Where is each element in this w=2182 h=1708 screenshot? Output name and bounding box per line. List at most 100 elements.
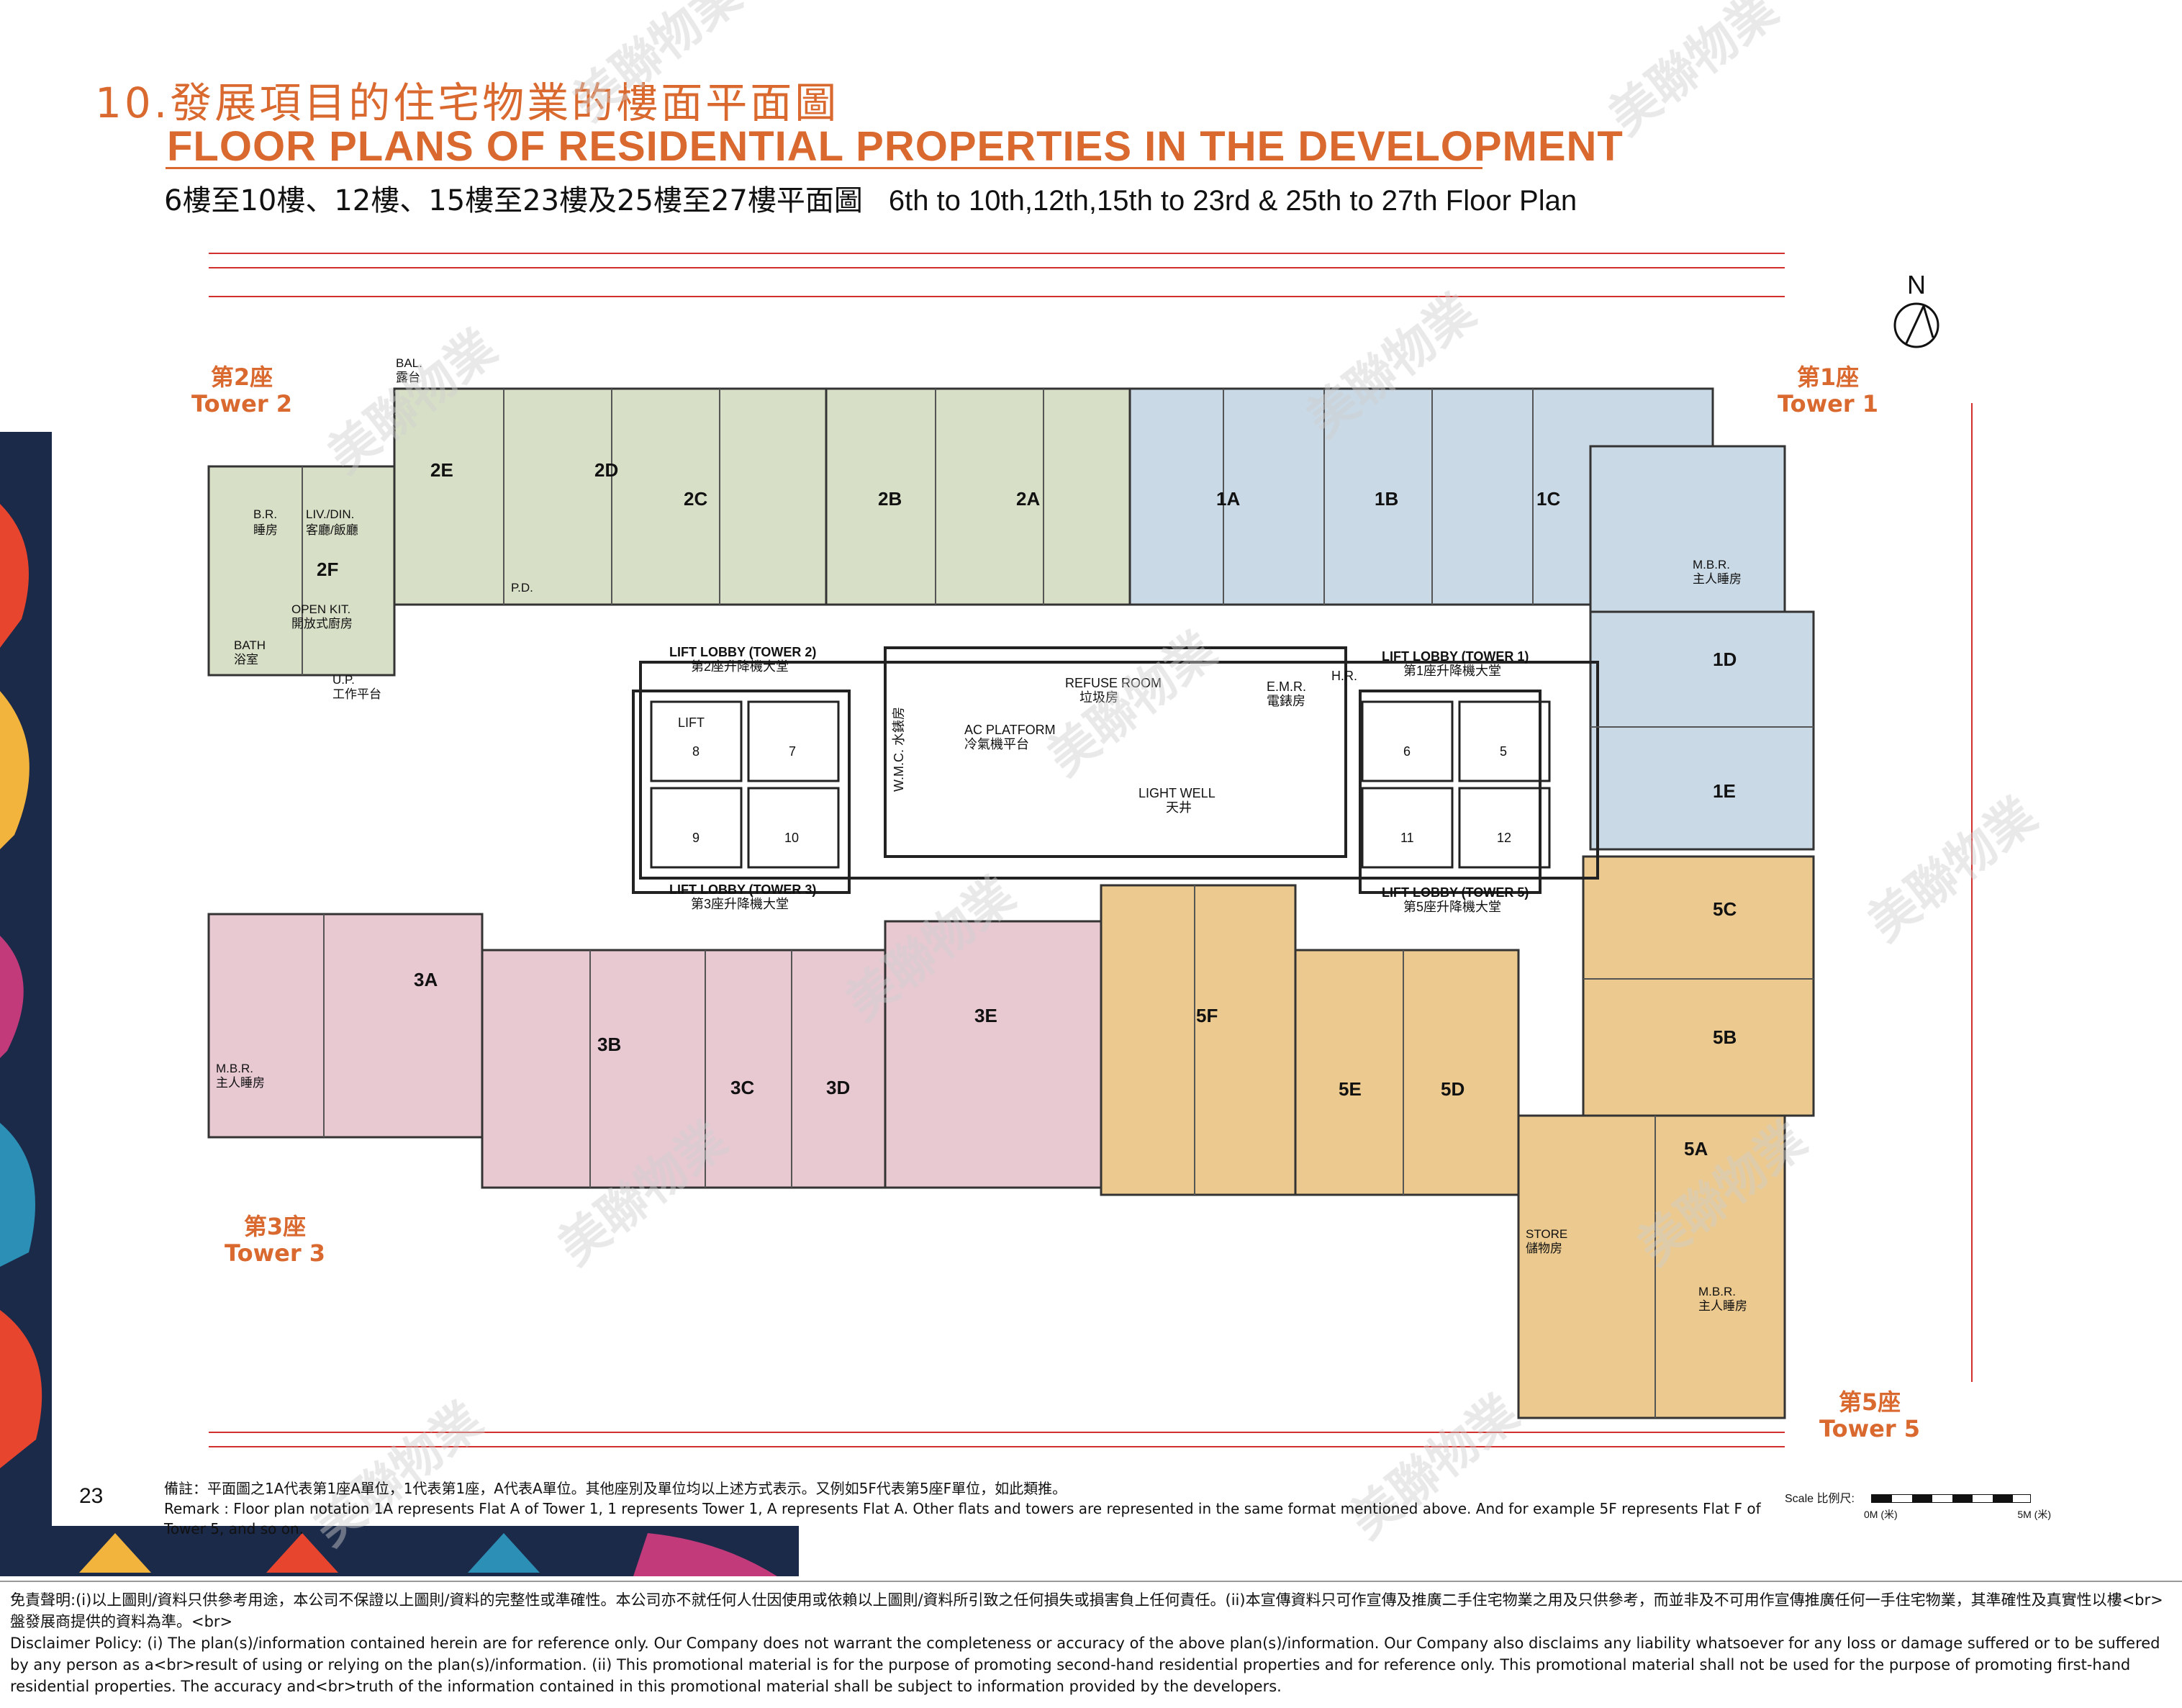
tower-3-label-cn: 第3座 <box>243 1213 307 1240</box>
room-label-up-cn: 工作平台 <box>332 687 381 701</box>
unit-label-1e: 1E <box>1713 780 1736 802</box>
room-label-mbr-3a: M.B.R. <box>216 1062 253 1075</box>
remark-chinese: 備註：平面圖之1A代表第1座A單位，1代表第1座，A代表A單位。其他座別及單位均… <box>164 1480 1067 1497</box>
unit-label-1d: 1D <box>1713 649 1737 670</box>
unit-label-2f: 2F <box>317 559 338 580</box>
emr-label: E.M.R. <box>1267 679 1306 694</box>
room-label-mbr-5a: M.B.R. <box>1698 1285 1736 1298</box>
unit-labels: 2F 2E 2D 2C 2B 2A 1A 1B 1C 1D 1E 3A 3B 3… <box>317 459 1737 1160</box>
unit-label-5c: 5C <box>1713 898 1737 920</box>
unit-label-5b: 5B <box>1713 1026 1737 1048</box>
lift-labels: LIFT 8 7 9 10 6 5 11 12 <box>678 715 1511 845</box>
room-label-liv-cn: 客廳/飯廳 <box>306 523 358 537</box>
scale-bar <box>1871 1494 2031 1503</box>
watermark-text: 美聯物業 <box>563 0 752 132</box>
hr-label: H.R. <box>1331 669 1357 683</box>
compass: N <box>1891 270 1942 357</box>
lift-label: LIFT <box>678 715 705 730</box>
watermark-text: 美聯物業 <box>836 867 1026 1032</box>
tower-3-label-en: Tower 3 <box>225 1239 326 1267</box>
refuse-room-label: REFUSE ROOM <box>1065 676 1162 690</box>
compass-icon <box>1893 302 1939 348</box>
lift-shafts <box>650 700 1551 869</box>
lobby-tower-3: LIFT LOBBY (TOWER 3) <box>669 882 816 897</box>
unit-label-1a: 1A <box>1216 488 1240 510</box>
unit-label-5d: 5D <box>1441 1078 1465 1100</box>
lift-number-9: 9 <box>692 831 700 845</box>
lobby-tower-5-cn: 第5座升降機大堂 <box>1403 900 1501 914</box>
unit-label-3e: 3E <box>974 1005 997 1026</box>
tower-2-units <box>207 387 1159 677</box>
unit-label-3a: 3A <box>414 969 438 990</box>
top-dimension-lines <box>209 253 1973 1447</box>
light-well-label-cn: 天井 <box>1166 800 1192 815</box>
central-core <box>632 646 1599 894</box>
lobby-tower-2: LIFT LOBBY (TOWER 2) <box>669 645 816 659</box>
room-label-pd: P.D. <box>511 581 533 595</box>
watermark-text: 美聯物業 <box>1599 0 1788 146</box>
title-english: FLOOR PLANS OF RESIDENTIAL PROPERTIES IN… <box>167 123 1624 170</box>
tower-1-units <box>1128 387 1815 851</box>
ac-platform-label: AC PLATFORM <box>964 723 1056 737</box>
tower-5-units <box>1100 855 1815 1419</box>
room-label-liv: LIV./DIN. <box>306 507 354 521</box>
room-label-store-cn: 儲物房 <box>1526 1242 1562 1255</box>
unit-label-2d: 2D <box>594 459 618 481</box>
room-label-kit: OPEN KIT. <box>291 602 350 616</box>
watermark-text: 美聯物業 <box>1038 622 1227 787</box>
core-labels: LIGHT WELL 天井 AC PLATFORM 冷氣機平台 REFUSE R… <box>892 669 1357 815</box>
lift-number-6: 6 <box>1403 744 1411 759</box>
room-label-up: U.P. <box>332 673 355 687</box>
room-label-store: STORE <box>1526 1227 1567 1241</box>
north-label: N <box>1907 270 1926 299</box>
disclaimer-english: Disclaimer Policy: (i) The plan(s)/infor… <box>10 1635 2160 1695</box>
page-number: 23 <box>79 1484 104 1508</box>
scale-labels: 0M (米)5M (米) <box>1864 1507 2051 1522</box>
unit-label-2b: 2B <box>878 488 902 510</box>
room-label-mbr: M.B.R. <box>1693 558 1730 571</box>
room-label-br-cn: 睡房 <box>253 523 278 537</box>
lobby-tower-2-cn: 第2座升降機大堂 <box>691 659 789 674</box>
title-underline <box>166 167 1482 169</box>
scale-label: Scale 比例尺: <box>1785 1493 1855 1505</box>
tower-2-label-en: Tower 2 <box>191 389 293 417</box>
room-label-mbr-5a-cn: 主人睡房 <box>1698 1299 1747 1313</box>
ac-platform-label-cn: 冷氣機平台 <box>964 737 1029 751</box>
scale-end: 5M (米) <box>2017 1509 2051 1520</box>
lobby-tower-5: LIFT LOBBY (TOWER 5) <box>1382 885 1529 900</box>
watermark-text: 美聯物業 <box>1628 1111 1817 1277</box>
disclaimer-divider <box>0 1581 2182 1582</box>
lift-number-8: 8 <box>692 744 700 759</box>
unit-label-1b: 1B <box>1375 488 1398 510</box>
tower-1-label-en: Tower 1 <box>1778 389 1879 417</box>
lobby-tower-1: LIFT LOBBY (TOWER 1) <box>1382 649 1529 664</box>
room-partitions <box>302 389 1814 1418</box>
watermark-text: 美聯物業 <box>1858 787 2047 953</box>
emr-label-cn: 電錶房 <box>1267 694 1305 708</box>
unit-label-3b: 3B <box>597 1034 621 1055</box>
tower-5-label-cn: 第5座 <box>1838 1388 1901 1416</box>
lobby-tower-3-cn: 第3座升降機大堂 <box>691 897 789 911</box>
unit-label-5a: 5A <box>1684 1138 1708 1160</box>
lift-number-5: 5 <box>1500 744 1507 759</box>
unit-label-3d: 3D <box>826 1077 850 1098</box>
lift-number-7: 7 <box>789 744 796 759</box>
unit-label-1c: 1C <box>1536 488 1560 510</box>
remark-english: Remark : Floor plan notation 1A represen… <box>164 1500 1761 1537</box>
wmc-label: W.M.C. 水錶房 <box>892 707 906 792</box>
refuse-room-label-cn: 垃圾房 <box>1079 690 1118 705</box>
watermark-text: 美聯物業 <box>1297 284 1486 449</box>
watermark-text: 美聯物業 <box>548 1111 738 1277</box>
lobby-tower-1-cn: 第1座升降機大堂 <box>1403 664 1501 678</box>
lobby-labels: LIFT LOBBY (TOWER 2) 第2座升降機大堂 LIFT LOBBY… <box>669 645 1529 914</box>
tower-2-label-cn: 第2座 <box>210 363 273 391</box>
room-label-mbr-3a-cn: 主人睡房 <box>216 1076 265 1090</box>
tower-1-label-cn: 第1座 <box>1796 363 1860 391</box>
room-label-bath: BATH <box>234 638 266 652</box>
